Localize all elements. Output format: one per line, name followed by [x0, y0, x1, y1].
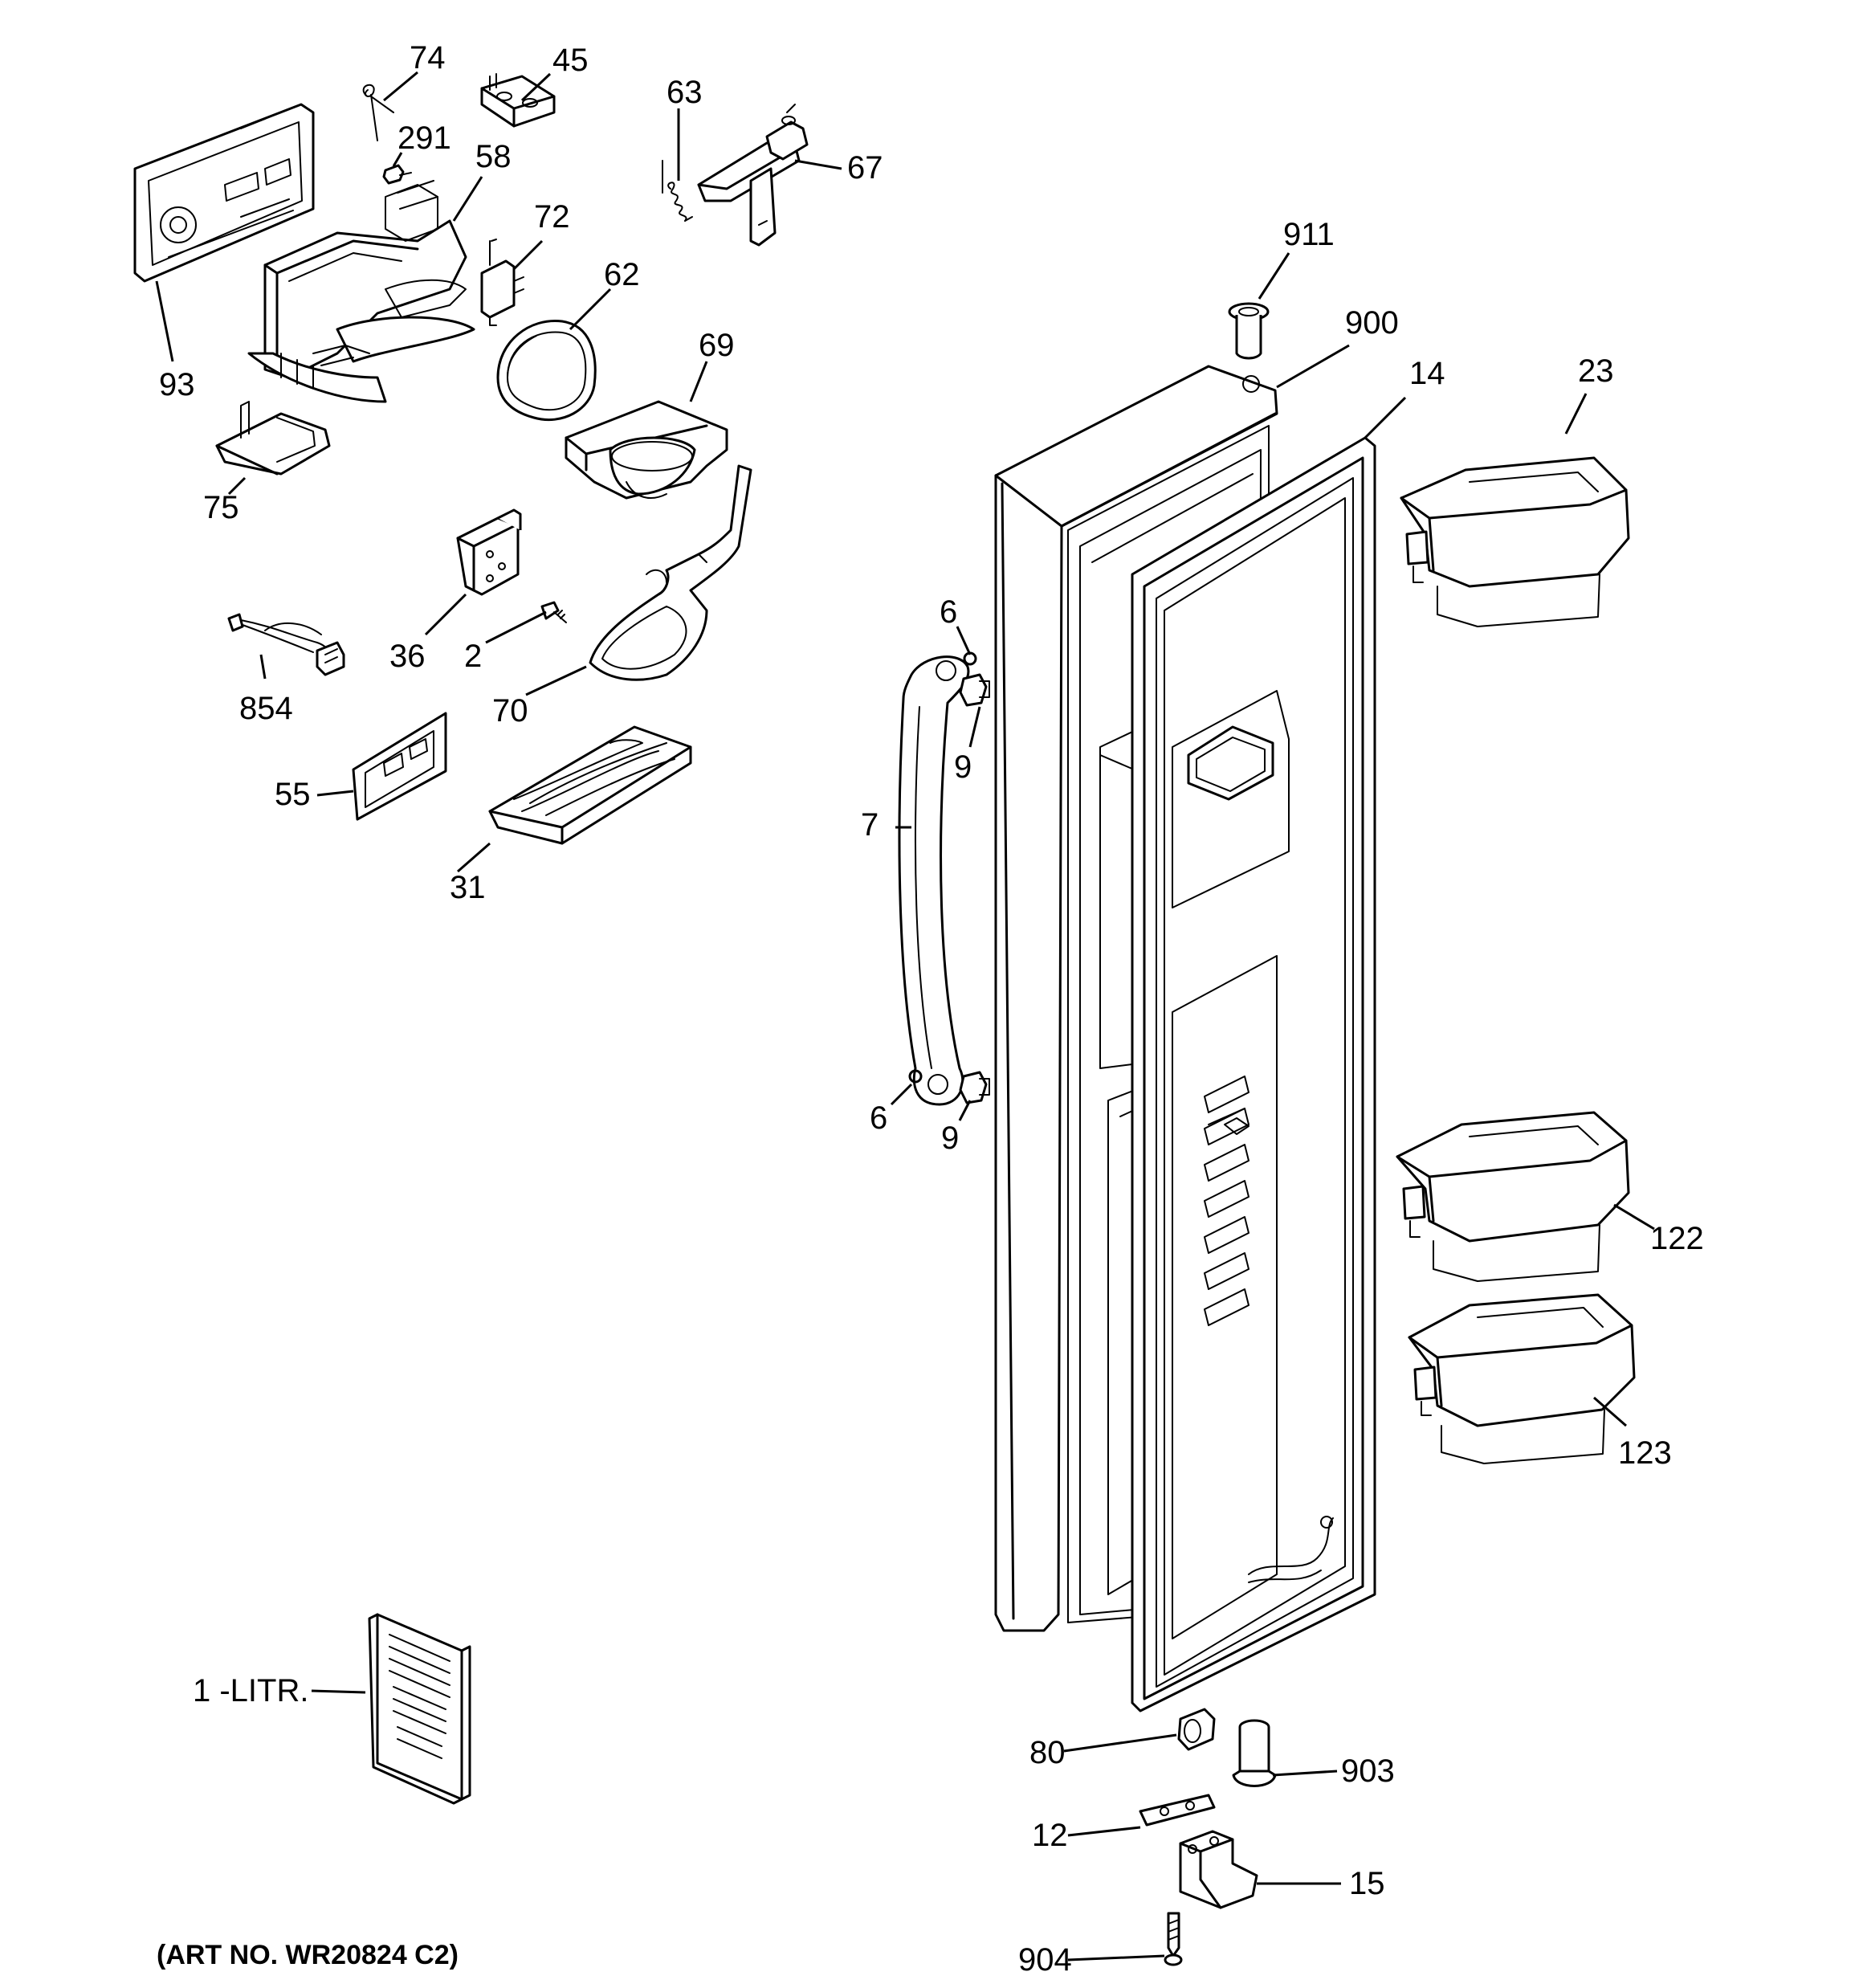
actuator-paddle-70 — [589, 464, 752, 681]
label-93: 93 — [159, 367, 195, 402]
control-board-55 — [352, 712, 447, 821]
ice-funnel-69 — [565, 400, 728, 500]
door-gasket-14 — [1131, 436, 1376, 1712]
hinge-bushing-911 — [1228, 302, 1270, 360]
label-80: 80 — [1029, 1735, 1066, 1770]
motor-ring-62 — [496, 319, 597, 422]
actuator-arm-67 — [697, 104, 809, 247]
micro-switch-72 — [480, 239, 524, 326]
dispenser-spring-63 — [662, 160, 693, 222]
label-123: 123 — [1618, 1435, 1672, 1471]
label-67: 67 — [847, 150, 883, 186]
dispenser-tray-75 — [215, 401, 331, 476]
door-shelf-ribs — [1204, 1076, 1249, 1326]
part-labels: 74 45 63 291 58 67 72 911 62 900 69 14 2… — [159, 40, 1704, 1978]
label-75: 75 — [203, 490, 239, 525]
label-14: 14 — [1409, 356, 1445, 391]
label-23: 23 — [1578, 353, 1614, 389]
label-74: 74 — [410, 40, 446, 76]
label-903: 903 — [1341, 1753, 1395, 1789]
door-wire-harness — [1248, 1516, 1334, 1583]
label-45: 45 — [552, 43, 589, 78]
wire-harness-854 — [227, 613, 345, 676]
label-2: 2 — [464, 639, 482, 674]
label-6b: 6 — [870, 1100, 887, 1136]
label-854: 854 — [239, 691, 293, 726]
label-15: 15 — [1349, 1866, 1385, 1901]
ice-chute-housing-58 — [247, 180, 475, 403]
label-904: 904 — [1018, 1942, 1072, 1978]
door-bin-23 — [1400, 456, 1630, 627]
label-911: 911 — [1283, 217, 1335, 252]
label-62: 62 — [604, 257, 640, 292]
hinge-screw-904 — [1164, 1912, 1183, 1966]
screw-2 — [540, 601, 567, 623]
label-63: 63 — [667, 75, 703, 110]
label-12: 12 — [1032, 1818, 1068, 1853]
label-72: 72 — [534, 199, 570, 235]
label-69: 69 — [699, 328, 735, 363]
label-7: 7 — [861, 807, 879, 843]
label-291: 291 — [397, 120, 451, 156]
label-36: 36 — [389, 639, 426, 674]
label-900: 900 — [1345, 305, 1399, 341]
label-122: 122 — [1650, 1221, 1704, 1256]
label-70: 70 — [492, 693, 528, 729]
label-31: 31 — [450, 870, 486, 905]
actuator-bracket-36 — [456, 508, 522, 596]
label-9a: 9 — [954, 749, 972, 785]
hinge-bracket-15 — [1179, 1830, 1258, 1909]
owners-manual-1-litr — [368, 1613, 471, 1805]
door-bin-123 — [1408, 1293, 1636, 1464]
door-inner-liner — [1164, 497, 1346, 1676]
leader-lines — [155, 71, 1655, 1961]
control-panel-93 — [133, 103, 315, 283]
label-1-litr: 1 -LITR. — [193, 1673, 308, 1708]
label-9b: 9 — [941, 1121, 959, 1156]
screw-291 — [382, 164, 412, 185]
door-handle-7 — [898, 655, 970, 1106]
dispenser-spring-74 — [362, 84, 394, 141]
hinge-pin-903 — [1232, 1719, 1277, 1787]
drip-grille-31 — [488, 725, 692, 845]
label-58: 58 — [475, 139, 512, 174]
bushing-80 — [1177, 1708, 1216, 1751]
art-number-caption: (ART NO. WR20824 C2) — [157, 1940, 459, 1970]
door-bin-122 — [1396, 1111, 1630, 1282]
label-55: 55 — [275, 777, 311, 812]
label-6a: 6 — [940, 594, 957, 630]
hinge-shim-12 — [1139, 1794, 1216, 1827]
handle-studs-9 — [959, 673, 990, 1104]
